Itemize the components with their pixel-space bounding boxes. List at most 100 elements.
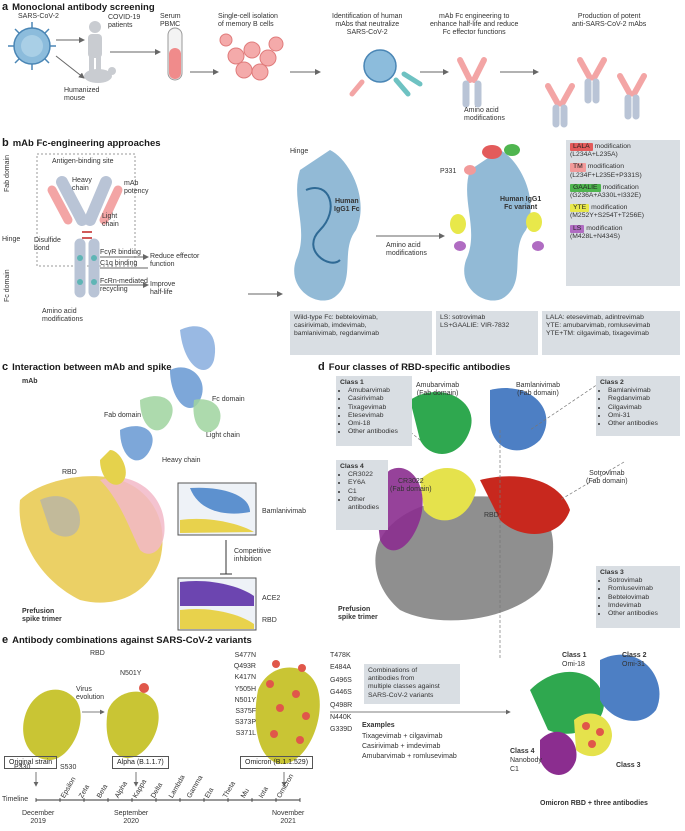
wildtype-box: Wild-type Fc: bebtelovimab, casirivimab,… [290,311,432,355]
lala-box: LALA: etesevimab, adintrevimab YTE: amub… [542,311,680,355]
class-item: Amubarvimab [348,387,408,395]
class-item: Bebtelovimab [608,594,676,602]
class-item: Bamlanivimab [608,387,676,395]
label-omi18: Omi-18 [562,661,585,668]
label-competitive: Competitive inhibition [234,548,271,564]
label-n501y: N501Y [120,670,142,677]
label-fcrn: FcRn-mediated recycling [100,278,148,294]
panel-title-text: mAb Fc-engineering approaches [12,138,161,149]
class4-box: Class 4 CR3022EY6AC1Other antibodies [336,460,388,530]
label-rbd-d: RBD [484,512,499,519]
class-item: Romlusevimab [608,585,676,593]
mod-text: modification [592,143,631,150]
label-igg1-fc: Human IgG1 Fc [334,198,360,214]
panel-title-text: Interaction between mAb and spike [12,362,172,373]
mutations-left: S477N Q493R K417N Y505H N501Y S375F S373… [233,652,256,738]
label-timeline: Timeline [2,796,29,803]
label-class4-e: Class 4 [510,748,535,755]
mutations-right: T478K E484A G496S G446S Q498R N440K G339… [330,652,353,734]
panel-letter: c [2,361,9,373]
class-item: Imdevimab [608,602,676,610]
label-rbd-e: RBD [90,650,105,657]
mod-detail: (L234F+L235E+P331S) [570,171,642,179]
label-rbd-c2: RBD [262,617,277,624]
label-hinge: Hinge [2,236,21,243]
panel-letter: d [318,361,325,373]
class-item: Sotrovimab [608,577,676,585]
flow-arrows-e [33,709,511,787]
class-item: Cilgavimab [608,404,676,412]
label-nanobody: Nanobody [510,757,542,764]
omicron-mutations [266,660,310,744]
strain-alpha: Alpha (B.1.1.7) [112,756,169,769]
label-class1-e: Class 1 [562,652,587,659]
flow-arrows-b [100,233,445,297]
label-fab-domain: Fab domain [4,155,11,192]
label-bamlanivimab-c: Bamlanivimab [262,508,306,515]
mod-detail: (G236A+A330L+I332E) [570,192,642,200]
label-amubarvimab: Amubarvimab (Fab domain) [416,382,460,398]
label-amino-mid: Amino acid modifications [386,242,427,258]
omicron-rbd-antibodies [530,654,660,775]
label-production: Production of potent anti-SARS-CoV-2 mAb… [572,13,647,29]
label-fcyr: FcγR binding [100,249,141,256]
class-item: Tixagevimab [348,404,408,412]
panel-title-text: Antibody combinations against SARS-CoV-2… [12,635,252,646]
igg1-fc-structure [294,150,361,301]
class-heading: Class 3 [600,569,624,576]
label-antigen-site: Antigen-binding site [52,158,114,165]
panel-letter: a [2,1,9,13]
date-nov-2021: November 2021 [272,810,305,826]
serum-tube [167,27,183,81]
label-isolation: Single-cell isolation of memory B cells [218,13,278,29]
example-1: Tixagevimab + cilgavimab [362,733,443,740]
virus-illustration [8,22,56,70]
mod-text: modification [600,183,639,191]
label-igg1-variant: Human IgG1 Fc variant [500,196,542,212]
class-item: Other antibodies [348,496,384,512]
label-p330: P330 [14,764,31,771]
label-reduce: Reduce effector function [150,253,200,269]
class1-list: AmubarvimabCasirivimabTixagevimabEtesevi… [340,387,408,436]
label-heavy-chain: Heavy chain [72,177,92,193]
label-prefusion-c: Prefusion spike trimer [22,608,62,624]
class-item: EY6A [348,479,384,487]
class-heading: Class 4 [340,463,364,470]
example-3: Amubarvimab + romlusevimab [362,753,457,760]
label-sotrovimab: Sotrovimab (Fab domain) [586,470,628,486]
class-item: Omi-18 [348,420,408,428]
mab-spike-structure [19,326,221,603]
label-patients: COVID-19 patients [108,14,141,30]
rbd-structures [23,667,320,764]
produced-antibodies [545,57,647,128]
panel-letter: b [2,137,9,149]
class-item: Casirivimab [348,395,408,403]
label-rbd-c: RBD [62,469,77,476]
mod-tm: TM modification(L234F+L235E+P331S) [570,163,676,179]
class-item: CR3022 [348,471,384,479]
class3-list: SotrovimabRomlusevimabBebtelovimabImdevi… [600,577,676,618]
neutralizing-virus [349,49,423,97]
memory-b-cells [219,33,284,81]
class-heading: Class 1 [340,379,364,386]
bamlanivimab-inset [177,482,257,631]
class-item: Etesevimab [348,412,408,420]
mod-tag: GAALIE [570,183,601,193]
class-item: Other antibodies [608,610,676,618]
class2-box: Class 2 BamlanivimabRegdanvimabCilgavima… [596,376,680,436]
label-identification: Identification of human mAbs that neutra… [332,13,403,37]
mouse-silhouette [84,67,116,83]
date-dec-2019: December 2019 [22,810,55,826]
mod-detail: (M428L+N434S) [570,232,621,240]
mod-detail: (M252Y+S254T+T256E) [570,212,645,220]
mod-detail: (L234A+L235A) [570,151,618,159]
class-item: Omi-31 [608,412,676,420]
mod-text: modification [584,224,623,232]
label-mab-potency: mAb potency [124,180,149,196]
class-item: Regdanvimab [608,395,676,403]
class1-box: Class 1 AmubarvimabCasirivimabTixagevima… [336,376,412,446]
mod-tag: LS [570,224,585,233]
label-mouse: Humanized mouse [64,87,100,103]
